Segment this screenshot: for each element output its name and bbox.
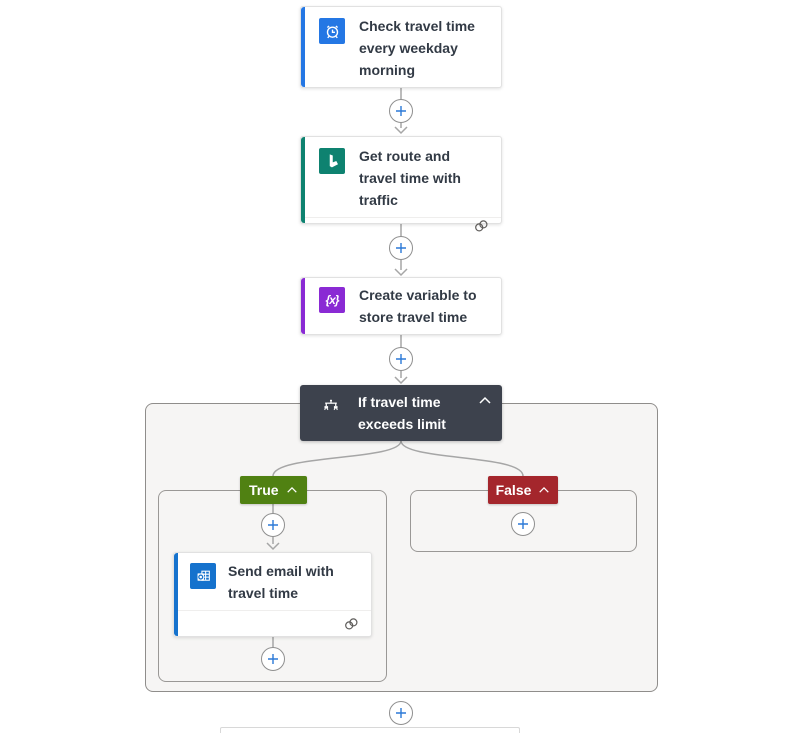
false-collapse-chevron-icon[interactable] [538,486,550,494]
connection-badge-icon[interactable] [343,616,359,632]
action-title: Send email with travel time [228,563,334,601]
action-card-send-email[interactable]: Send email with travel time [173,552,372,637]
insert-step-button-false[interactable] [511,512,535,536]
true-collapse-chevron-icon[interactable] [286,486,298,494]
condition-balance-icon [318,394,344,420]
condition-card[interactable]: If travel time exceeds limit [300,385,502,441]
trigger-card-recurrence[interactable]: Check travel time every weekday morning [300,6,502,88]
condition-title: If travel time exceeds limit [358,394,446,432]
variable-accent-bar [301,278,305,334]
true-branch-text: True [249,482,279,498]
card-footer [301,217,501,234]
insert-step-button-1[interactable] [389,99,413,123]
trigger-title: Check travel time every weekday morning [359,18,475,78]
bing-maps-icon [319,148,345,174]
insert-step-button-true[interactable] [261,513,285,537]
next-card-partial-top-edge [220,727,520,733]
action-card-get-route[interactable]: Get route and travel time with traffic [300,136,502,232]
card-footer [174,610,371,636]
outlook-accent-bar [174,553,178,636]
false-branch-label[interactable]: False [488,476,558,504]
false-branch-text: False [495,482,532,498]
insert-step-button-true-bottom[interactable] [261,647,285,671]
action-title: Get route and travel time with traffic [359,148,461,208]
condition-collapse-chevron-icon[interactable] [476,394,494,407]
insert-step-button-3[interactable] [389,347,413,371]
true-branch-label[interactable]: True [240,476,307,504]
variable-icon: {x} [319,287,345,313]
connection-badge-icon[interactable] [473,218,489,234]
insert-step-button-2[interactable] [389,236,413,260]
recurrence-clock-icon [319,18,345,44]
trigger-accent-bar [301,7,305,87]
action-card-create-variable[interactable]: {x} Create variable to store travel time [300,277,502,335]
outlook-icon [190,563,216,589]
bing-accent-bar [301,137,305,223]
action-title: Create variable to store travel time [359,287,477,325]
variable-icon-glyph: {x} [325,293,339,307]
insert-step-button-bottom[interactable] [389,701,413,725]
